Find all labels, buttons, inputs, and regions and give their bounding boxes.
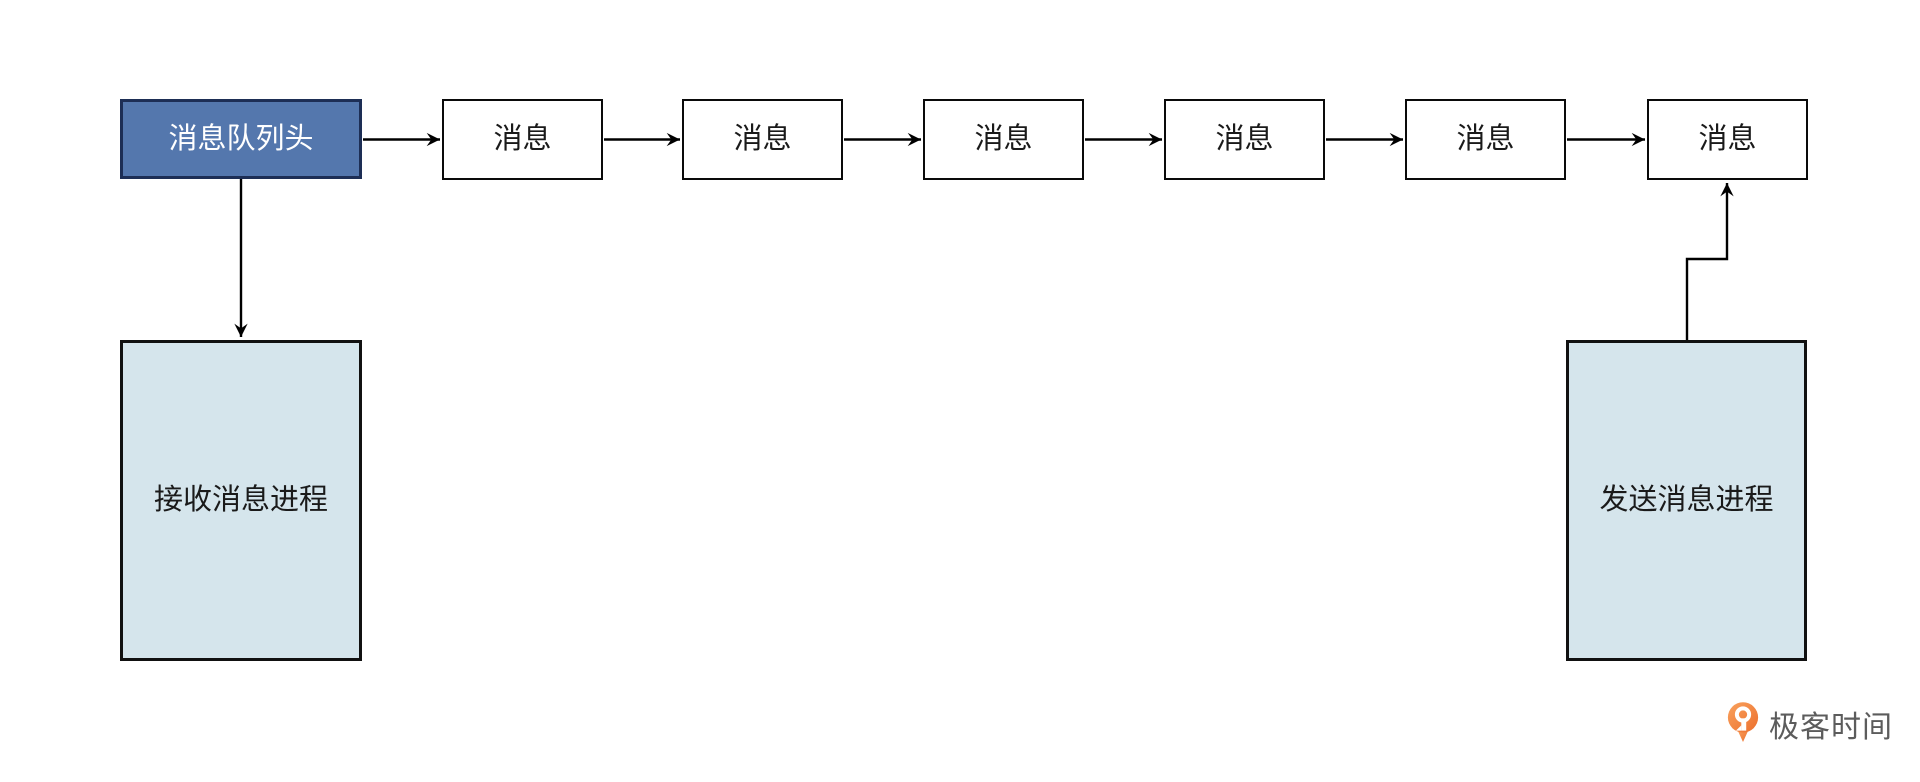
- edge-sender-to-message6: [1685, 183, 1734, 340]
- message-node-4: 消息: [1164, 99, 1325, 180]
- message-node-2: 消息: [682, 99, 843, 180]
- message-node-1: 消息: [442, 99, 603, 180]
- message-node-3: 消息: [923, 99, 1084, 180]
- message-label: 消息: [1698, 123, 1757, 156]
- message-label: 消息: [493, 123, 552, 156]
- sender-process-label: 发送消息进程: [1599, 484, 1774, 517]
- message-node-5: 消息: [1405, 99, 1566, 180]
- message-label: 消息: [974, 123, 1033, 156]
- message-label: 消息: [1215, 123, 1274, 156]
- geektime-logo-icon: [1727, 702, 1759, 742]
- geektime-logo: 极客时间: [1726, 701, 1893, 747]
- queue-head-label: 消息队列头: [168, 122, 314, 155]
- geektime-logo-text: 极客时间: [1769, 711, 1893, 744]
- message-label: 消息: [733, 123, 792, 156]
- sender-process-node: 发送消息进程: [1566, 340, 1807, 661]
- receiver-process-label: 接收消息进程: [153, 484, 328, 517]
- message-node-6: 消息: [1647, 99, 1808, 180]
- message-label: 消息: [1456, 123, 1515, 156]
- queue-head-node: 消息队列头: [120, 99, 362, 179]
- receiver-process-node: 接收消息进程: [120, 340, 362, 661]
